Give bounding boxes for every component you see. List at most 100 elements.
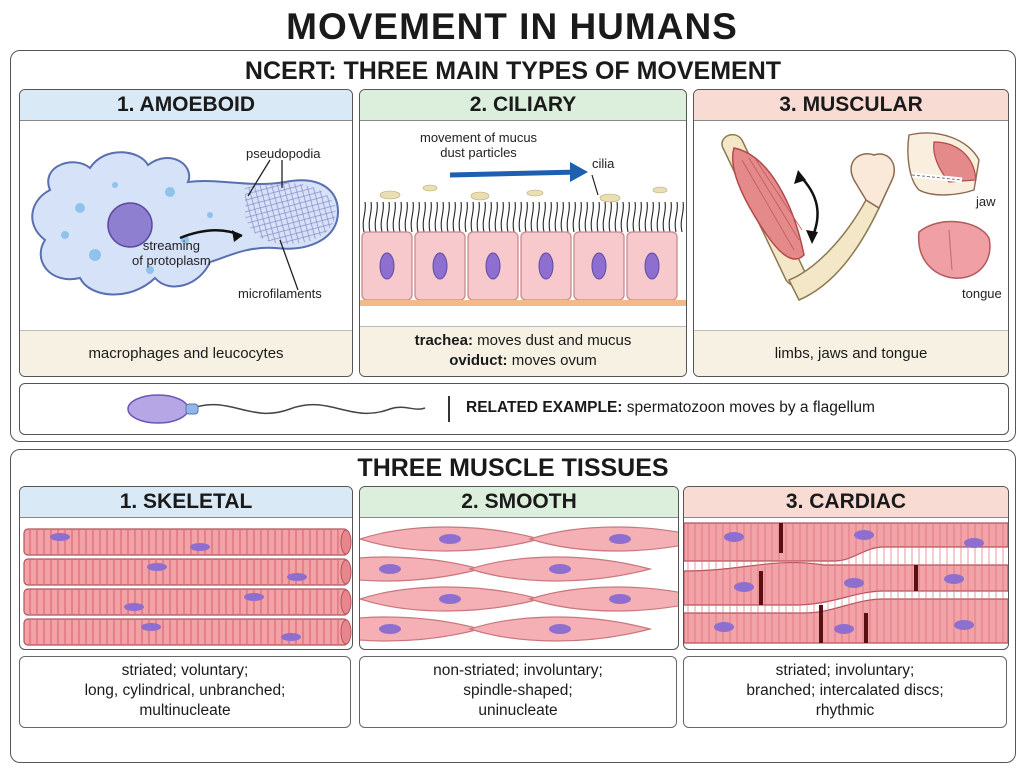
cell-nucleus	[549, 624, 571, 634]
smooth-desc-line: non-striated; involuntary;	[433, 662, 603, 679]
cilium	[392, 201, 396, 233]
pseudopodia-label: pseudopodia	[246, 146, 321, 161]
cilium	[398, 201, 402, 233]
smooth-muscle-cell	[528, 526, 678, 552]
spermatozoon-illustration	[127, 394, 426, 424]
amoeboid-panel: 1. AMOEBOID pseudopodia streaming of pro…	[19, 89, 353, 377]
muscular-footer: limbs, jaws and tongue	[694, 330, 1008, 376]
cilium	[494, 201, 498, 233]
cardiac-desc-line: branched; intercalated discs;	[746, 682, 944, 699]
fiber-nucleus	[141, 623, 161, 631]
ciliary-footer: trachea: moves dust and mucus oviduct: m…	[360, 326, 686, 376]
fiber-end	[340, 559, 352, 585]
fiber-nucleus	[147, 563, 167, 571]
cell-nucleus	[379, 624, 401, 634]
cell-nucleus	[734, 582, 754, 592]
mucus-label: movement of mucus dust particles	[420, 130, 538, 160]
cilium	[362, 201, 366, 233]
muscle-tissues-title: THREE MUSCLE TISSUES	[357, 454, 669, 482]
smooth-heading: 2. SMOOTH	[360, 487, 678, 518]
cilium	[554, 201, 558, 233]
cilium	[560, 201, 564, 233]
fist	[850, 153, 895, 210]
cilium	[374, 201, 378, 233]
cilium	[458, 201, 462, 233]
cilia	[362, 201, 684, 233]
cilium	[656, 201, 660, 233]
tongue-label: tongue	[962, 286, 1002, 301]
cilium	[644, 201, 648, 233]
related-divider	[448, 396, 450, 422]
cardiac-fiber	[684, 598, 1008, 644]
skeletal-description: striated; voluntary; long, cylindrical, …	[19, 656, 351, 728]
related-example-text: RELATED EXAMPLE: spermatozoon moves by a…	[466, 399, 875, 417]
cilium	[680, 201, 684, 233]
smooth-desc-line: spindle-shaped;	[463, 682, 573, 699]
cell-nucleus	[538, 252, 554, 280]
ciliary-panel: 2. CILIARY movement of mucus dust partic…	[359, 89, 687, 377]
cell-nucleus	[724, 532, 744, 542]
muscular-panel: 3. MUSCULAR jaw tongue limbs, jaws and t…	[693, 89, 1009, 377]
skeletal-desc-line: striated; voluntary;	[121, 662, 249, 679]
cilium	[428, 201, 432, 233]
cilium	[542, 201, 546, 233]
amoeboid-footer: macrophages and leucocytes	[20, 330, 352, 376]
cilium	[668, 201, 672, 233]
jaw-muscle	[933, 141, 977, 183]
cilium	[638, 201, 642, 233]
skeletal-desc-line: multinucleate	[139, 702, 231, 719]
cilium	[464, 201, 468, 233]
page-title: MOVEMENT IN HUMANS	[286, 6, 738, 47]
fiber-end	[340, 529, 352, 555]
cell-nucleus	[834, 624, 854, 634]
cardiac-panel: 3. CARDIAC	[683, 486, 1009, 650]
ciliated-epithelium-illustration	[360, 162, 686, 306]
intercalated-disc	[779, 523, 783, 553]
cilium	[380, 201, 384, 233]
intercalated-disc	[914, 565, 918, 591]
cardiac-desc-line: striated; involuntary;	[775, 662, 915, 679]
fiber-nucleus	[281, 633, 301, 641]
epithelial-cells	[361, 231, 678, 301]
skeletal-column: 1. SKELETAL striated; voluntary; long, c…	[19, 486, 353, 756]
smooth-panel: 2. SMOOTH	[359, 486, 679, 650]
cilium	[578, 201, 582, 233]
intercalated-disc	[759, 571, 763, 605]
microfilaments-label: microfilaments	[238, 286, 322, 301]
cilium	[608, 201, 612, 233]
fiber-nucleus	[190, 543, 210, 551]
cilium	[416, 201, 420, 233]
smooth-column: 2. SMOOTH non-striated; involuntary; spi…	[359, 486, 679, 756]
fiber-end	[340, 619, 352, 645]
cilium	[410, 201, 414, 233]
cilium	[674, 201, 678, 233]
ciliary-heading: 2. CILIARY	[360, 90, 686, 121]
mucus-particles	[379, 184, 668, 203]
skeletal-desc-line: long, cylindrical, unbranched;	[84, 682, 286, 699]
cell-nucleus	[714, 622, 734, 632]
cilia-label: cilia	[592, 156, 615, 171]
cell-nucleus	[549, 564, 571, 574]
smooth-desc-line: uninucleate	[478, 702, 558, 719]
streaming-label: streaming of protoplasm	[132, 238, 211, 268]
fiber-nucleus	[244, 593, 264, 601]
cell-nucleus	[485, 252, 501, 280]
cilium	[530, 201, 534, 233]
cilium	[476, 201, 480, 233]
smooth-description: non-striated; involuntary; spindle-shape…	[359, 656, 677, 728]
fiber-end	[340, 589, 352, 615]
cell-nucleus	[954, 620, 974, 630]
cilium	[614, 201, 618, 233]
cilium	[422, 201, 426, 233]
fiber-nucleus	[50, 533, 70, 541]
mucus-arrow-head	[570, 162, 588, 182]
tongue	[918, 220, 991, 279]
movement-types-section: NCERT: THREE MAIN TYPES OF MOVEMENT 1. A…	[10, 50, 1016, 442]
cilium	[566, 201, 570, 233]
trachea-text: moves dust and mucus	[472, 332, 632, 349]
cell-nucleus	[844, 578, 864, 588]
intercalated-disc	[864, 613, 868, 643]
cilium	[620, 201, 624, 233]
cilium	[602, 201, 606, 233]
intercalated-disc	[819, 605, 823, 643]
